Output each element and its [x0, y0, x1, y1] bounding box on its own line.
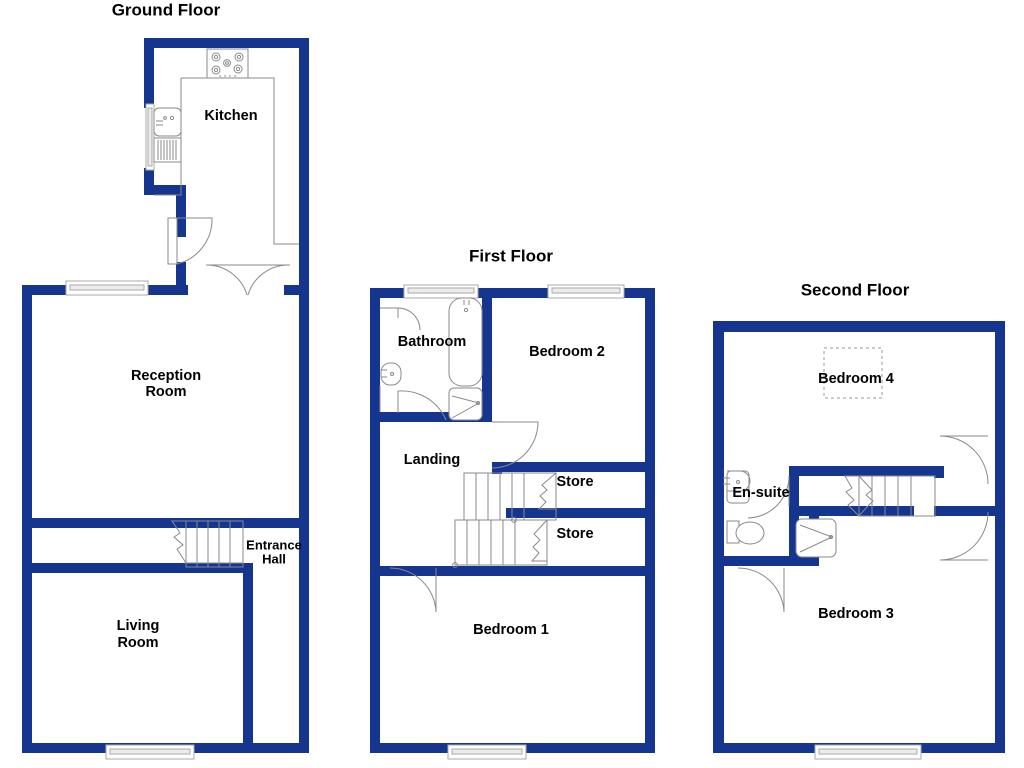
svg-text:Reception: Reception: [131, 368, 201, 384]
room-label-bedroom-1: Bedroom 1: [473, 622, 549, 638]
svg-text:Entrance: Entrance: [246, 537, 302, 552]
window-kitchen: [145, 103, 155, 171]
first-doors: [389, 390, 539, 613]
double-doors-reception: [205, 264, 291, 296]
bath-icon: [448, 297, 483, 387]
window-bedroom-2: [547, 284, 625, 299]
shower-icon: [795, 518, 837, 558]
room-label-living-room: Living Room: [117, 618, 160, 651]
svg-text:Room: Room: [145, 384, 186, 400]
room-label-bedroom-4: Bedroom 4: [818, 371, 894, 387]
basin-icon: [723, 470, 751, 504]
shower-icon: [448, 387, 483, 421]
window-reception: [65, 280, 149, 296]
room-label-bathroom: Bathroom: [398, 334, 466, 350]
floor-first: First Floor Bathroom Bedroom 2 Landing S…: [370, 246, 655, 760]
room-label-reception-room: Reception Room: [131, 368, 201, 400]
sink-icon: [153, 107, 182, 137]
hob-icon: [206, 48, 249, 79]
room-label-landing: Landing: [404, 452, 460, 468]
door-kitchen: [167, 217, 213, 265]
basin-icon: [380, 362, 402, 386]
window-bedroom-3: [814, 744, 922, 760]
door-bathroom: [397, 390, 447, 421]
door-bedroom-1: [389, 567, 437, 613]
svg-text:Hall: Hall: [262, 551, 286, 566]
staircase-ground: [171, 520, 244, 568]
svg-text:Living: Living: [117, 618, 160, 634]
floor-second: Second Floor Bedroom 4 En-suite Bedroom …: [713, 280, 1005, 760]
radiator-icon: [153, 137, 182, 163]
door-ensuite: [747, 475, 790, 519]
ground-doors: [167, 217, 291, 296]
window-bedroom-1: [447, 744, 527, 760]
room-label-store-lower: Store: [556, 526, 593, 542]
toilet-icon: [726, 520, 765, 545]
door-bedroom-3: [737, 567, 785, 613]
first-windows: [403, 284, 625, 760]
bathroom-fixtures: [379, 297, 483, 421]
second-windows: [814, 744, 922, 760]
floor-title-first: First Floor: [469, 246, 553, 265]
door-upper-right: [939, 435, 989, 485]
room-label-en-suite: En-suite: [732, 485, 789, 501]
kitchen-fixtures: [153, 48, 299, 245]
ground-windows: [65, 103, 195, 760]
window-bathroom: [403, 284, 479, 299]
window-living: [105, 744, 195, 760]
room-label-store-upper: Store: [556, 474, 593, 490]
svg-text:Room: Room: [117, 635, 158, 651]
door-lower-right: [939, 511, 989, 561]
ensuite-fixtures: [723, 470, 837, 613]
staircase-first: [452, 472, 557, 568]
room-label-bedroom-3: Bedroom 3: [818, 606, 894, 622]
floor-title-ground: Ground Floor: [112, 0, 221, 19]
room-label-entrance-hall: Entrance Hall: [246, 537, 302, 566]
room-label-bedroom-2: Bedroom 2: [529, 344, 605, 360]
second-right-doors: [939, 435, 989, 561]
door-bedroom-2: [491, 421, 539, 469]
floor-title-second: Second Floor: [801, 280, 910, 299]
room-label-kitchen: Kitchen: [204, 108, 257, 124]
floor-ground: Ground Floor Kitchen Reception Room Entr…: [22, 0, 309, 760]
staircase-second: [844, 475, 936, 517]
